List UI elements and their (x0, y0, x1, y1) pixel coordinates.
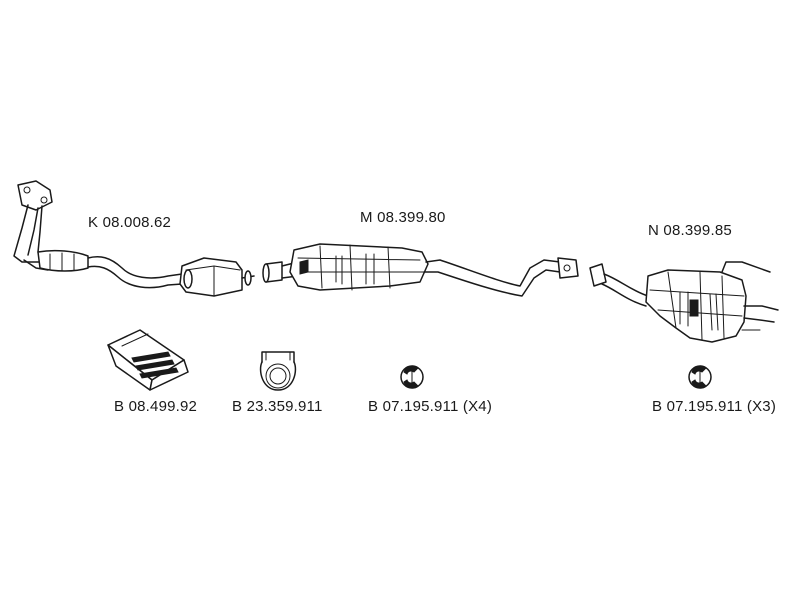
front-pipe-drawing (13, 180, 255, 297)
middle-silencer-drawing (262, 243, 579, 297)
hanger-ring-drawing-x3 (688, 365, 712, 389)
mounting-kit-drawing (107, 329, 189, 391)
hanger-ring-code-x4: B 07.195.911 (X4) (368, 398, 493, 415)
mounting-kit-code: B 08.499.92 (114, 398, 198, 415)
clamp-drawing (259, 351, 297, 391)
middle-silencer-code: M 08.399.80 (360, 209, 446, 226)
hanger-ring-code-x3: B 07.195.911 (X3) (652, 398, 777, 415)
front-pipe-code: K 08.008.62 (88, 214, 172, 231)
hanger-ring-drawing-x4 (400, 365, 424, 389)
rear-silencer-drawing (589, 261, 779, 343)
rear-silencer-code: N 08.399.85 (648, 222, 732, 239)
clamp-code: B 23.359.911 (232, 398, 323, 415)
